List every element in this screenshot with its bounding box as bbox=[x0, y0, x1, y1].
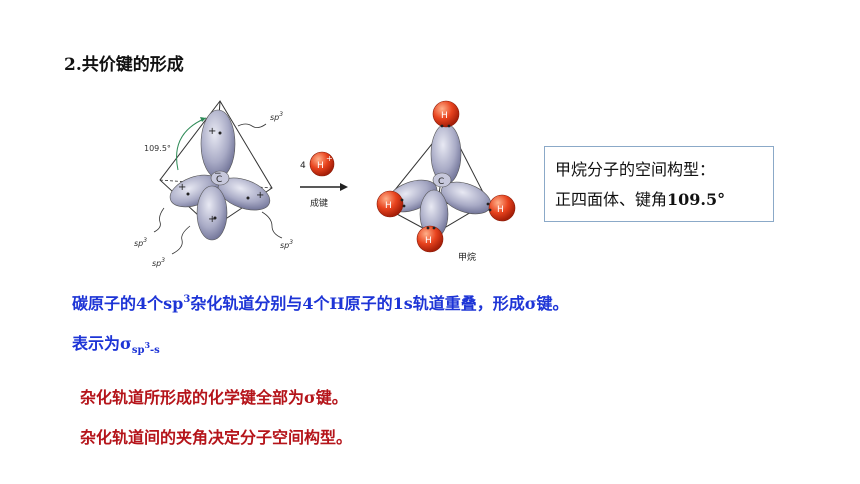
overlap-explanation: 碳原子的4个sp3杂化轨道分别与4个H原子的1s轨道重叠，形成σ键。 bbox=[72, 294, 569, 313]
svg-text:+: + bbox=[178, 182, 186, 193]
product-name-label: 甲烷 bbox=[458, 251, 476, 263]
svg-text:sp3: sp3 bbox=[270, 111, 283, 122]
reagent-charge: + bbox=[326, 154, 333, 163]
section-heading: 2.共价键的形成 bbox=[64, 55, 184, 75]
svg-text:sp3: sp3 bbox=[280, 239, 293, 250]
h-label-left: H bbox=[385, 201, 392, 211]
svg-text:sp3: sp3 bbox=[134, 237, 147, 248]
hydrogen-ion-sphere bbox=[309, 151, 335, 177]
bond-angle-value: 109.5° bbox=[667, 190, 726, 209]
reagent-coefficient: 4 bbox=[300, 161, 306, 171]
carbon-label: C bbox=[216, 175, 222, 185]
geometry-detail: 正四面体、键角109.5° bbox=[555, 190, 726, 209]
svg-text:−: − bbox=[214, 169, 222, 179]
note-sigma-bonds: 杂化轨道所形成的化学键全部为σ键。 bbox=[80, 388, 348, 407]
h-label-right: H bbox=[497, 205, 504, 215]
reaction-arrow-group: 4 H + 成键 bbox=[300, 151, 348, 209]
reagent-atom-label: H bbox=[317, 161, 324, 171]
methane-molecule: C H H H H 甲烷 bbox=[376, 100, 516, 263]
svg-text:+: + bbox=[256, 190, 264, 201]
bond-angle-label: 109.5° bbox=[144, 144, 171, 153]
methane-formation-figure: C + + + + − 109.5° sp3 sp3 sp3 sp3 4 H +… bbox=[134, 100, 516, 268]
h-label-top: H bbox=[441, 111, 448, 121]
svg-text:+: + bbox=[208, 214, 216, 225]
h-label-bottom: H bbox=[425, 236, 432, 246]
sigma-notation: 表示为σsp3-s bbox=[72, 334, 160, 356]
note-geometry: 杂化轨道间的夹角决定分子空间构型。 bbox=[80, 428, 353, 447]
geometry-title: 甲烷分子的空间构型： bbox=[555, 160, 716, 179]
arrow-label: 成键 bbox=[310, 197, 328, 209]
methane-carbon-label: C bbox=[438, 177, 444, 187]
svg-text:+: + bbox=[208, 126, 216, 137]
sp3-orbital-tetrahedron: C + + + + − 109.5° sp3 sp3 sp3 sp3 bbox=[134, 100, 293, 268]
molecular-geometry-box: 甲烷分子的空间构型： 正四面体、键角109.5° bbox=[544, 146, 774, 222]
svg-text:sp3: sp3 bbox=[152, 257, 165, 268]
